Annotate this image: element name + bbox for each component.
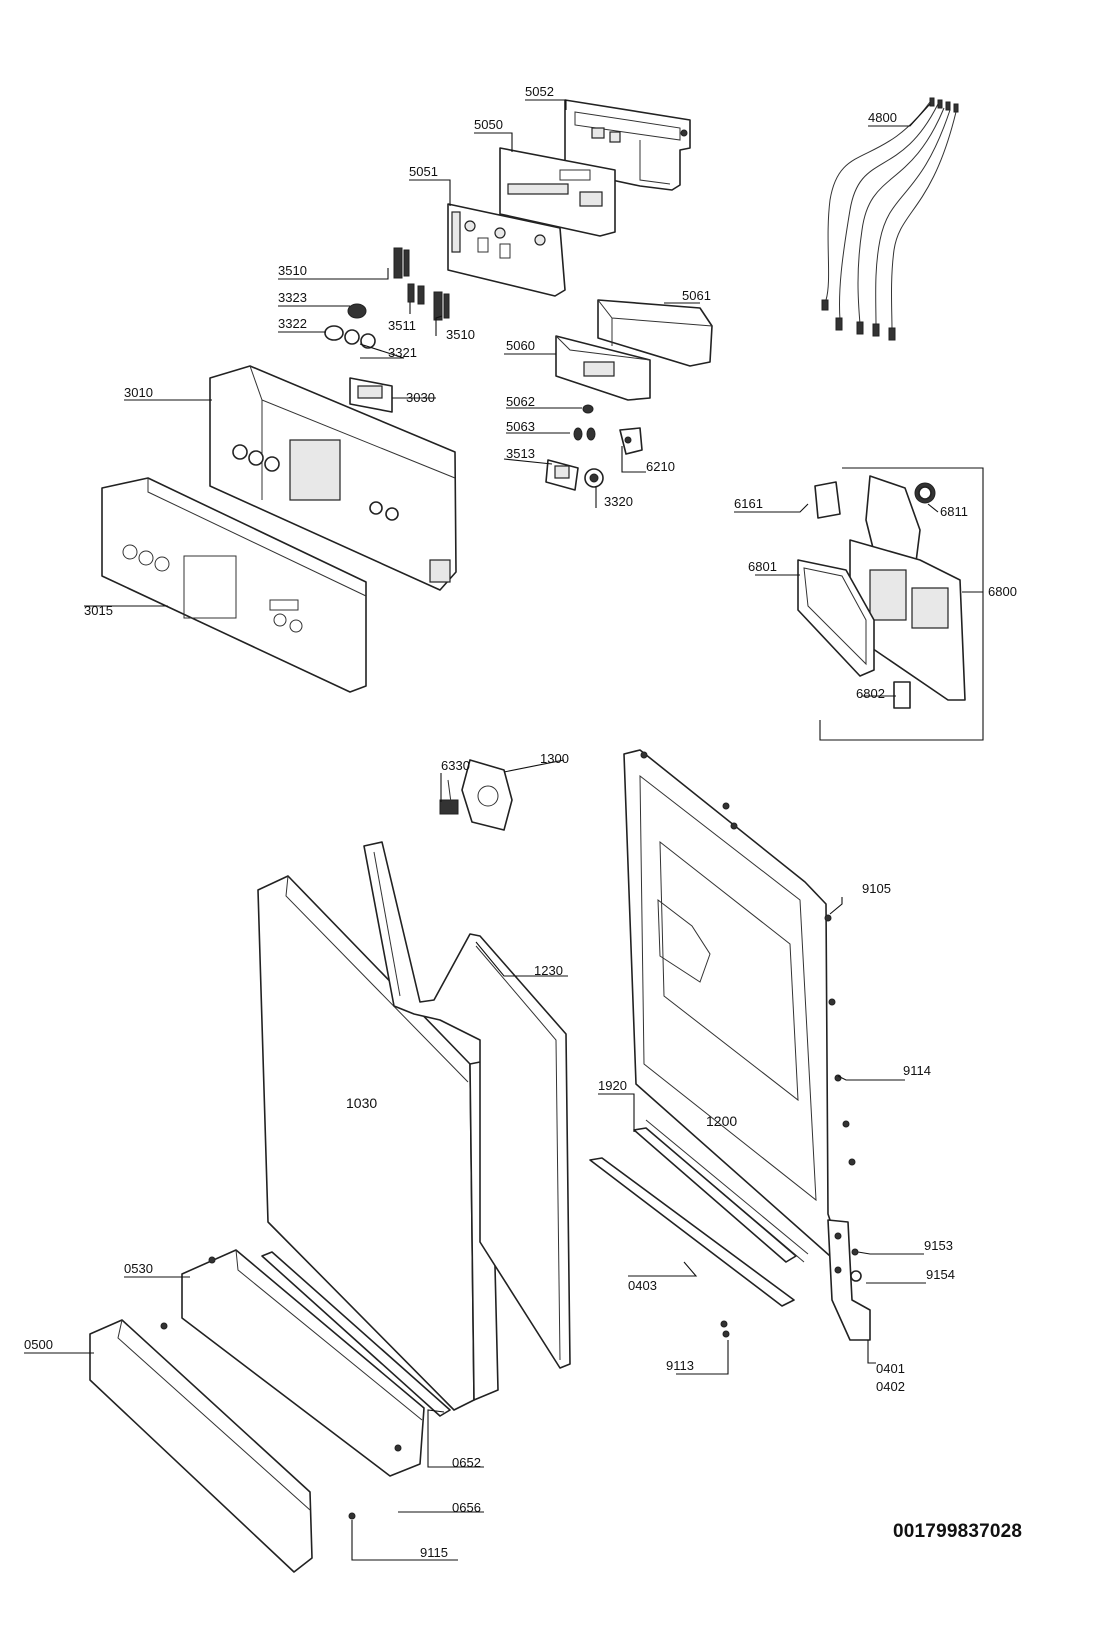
label-5050: 5050 — [474, 117, 503, 132]
label-3510-b: 3510 — [446, 327, 475, 342]
label-1030: 1030 — [346, 1095, 377, 1111]
label-0401: 0401 — [876, 1361, 905, 1376]
label-5052: 5052 — [525, 84, 554, 99]
door-screws — [640, 751, 862, 1338]
label-0500: 0500 — [24, 1337, 53, 1352]
small-components-5062-5063-3513-3320-6210 — [545, 404, 643, 491]
label-6330: 6330 — [441, 758, 470, 773]
control-fascia-3015 — [101, 477, 367, 693]
label-5051: 5051 — [409, 164, 438, 179]
housing-5060 — [555, 335, 651, 401]
label-9115: 9115 — [420, 1545, 448, 1560]
pcb-board-5050 — [499, 147, 616, 237]
plinth-screws — [160, 1256, 402, 1520]
label-9114: 9114 — [903, 1063, 931, 1078]
label-6801: 6801 — [748, 559, 777, 574]
connector-strips-3510 — [393, 247, 450, 321]
label-0402: 0402 — [876, 1379, 905, 1394]
housing-5061 — [597, 299, 713, 367]
label-6811: 6811 — [940, 504, 968, 519]
inner-door-1200 — [623, 749, 871, 1341]
document-number: 001799837028 — [893, 1521, 1023, 1542]
label-3513: 3513 — [506, 446, 535, 461]
label-6161: 6161 — [734, 496, 763, 511]
label-1920: 1920 — [598, 1078, 627, 1093]
plinth-0530 — [181, 1249, 425, 1477]
label-9105: 9105 — [862, 881, 891, 896]
label-9154: 9154 — [926, 1267, 955, 1282]
label-0652: 0652 — [452, 1455, 481, 1470]
label-0530: 0530 — [124, 1261, 153, 1276]
label-5060: 5060 — [506, 338, 535, 353]
label-3010: 3010 — [124, 385, 153, 400]
label-3030: 3030 — [406, 390, 435, 405]
seal-strips-1920-0403 — [589, 1127, 797, 1307]
pcb-board-5051 — [447, 203, 566, 297]
label-9153: 9153 — [924, 1238, 953, 1253]
door-lock-1300 — [439, 759, 513, 831]
switch-parts-3511-3321-3322-3323 — [324, 283, 425, 349]
cable-harness-4800 — [821, 97, 959, 341]
control-module-3010 — [209, 365, 457, 591]
door-seal-1230 — [363, 841, 571, 1369]
label-1230: 1230 — [534, 963, 563, 978]
label-3015: 3015 — [84, 603, 113, 618]
label-9113: 9113 — [666, 1358, 694, 1373]
label-5062: 5062 — [506, 394, 535, 409]
label-3321: 3321 — [388, 345, 417, 360]
label-1300: 1300 — [540, 751, 569, 766]
label-0403: 0403 — [628, 1278, 657, 1293]
label-1200: 1200 — [706, 1113, 737, 1129]
label-3511: 3511 — [388, 318, 416, 333]
label-5061: 5061 — [682, 288, 711, 303]
label-3322: 3322 — [278, 316, 307, 331]
leader-lines — [24, 99, 983, 1561]
label-3320: 3320 — [604, 494, 633, 509]
part-labels: 5052 5050 5051 4800 3510 3323 3322 3511 … — [24, 84, 1017, 1560]
label-3510-a: 3510 — [278, 263, 307, 278]
label-4800: 4800 — [868, 110, 897, 125]
plinth-strip-0652 — [261, 1251, 451, 1417]
label-6802: 6802 — [856, 686, 885, 701]
label-3323: 3323 — [278, 290, 307, 305]
label-6800: 6800 — [988, 584, 1017, 599]
plinth-panel-0500 — [89, 1319, 313, 1573]
dispenser-part-3030 — [349, 377, 393, 413]
label-6210: 6210 — [646, 459, 675, 474]
label-5063: 5063 — [506, 419, 535, 434]
label-0656: 0656 — [452, 1500, 481, 1515]
dispenser-assembly-6800 — [797, 467, 984, 741]
